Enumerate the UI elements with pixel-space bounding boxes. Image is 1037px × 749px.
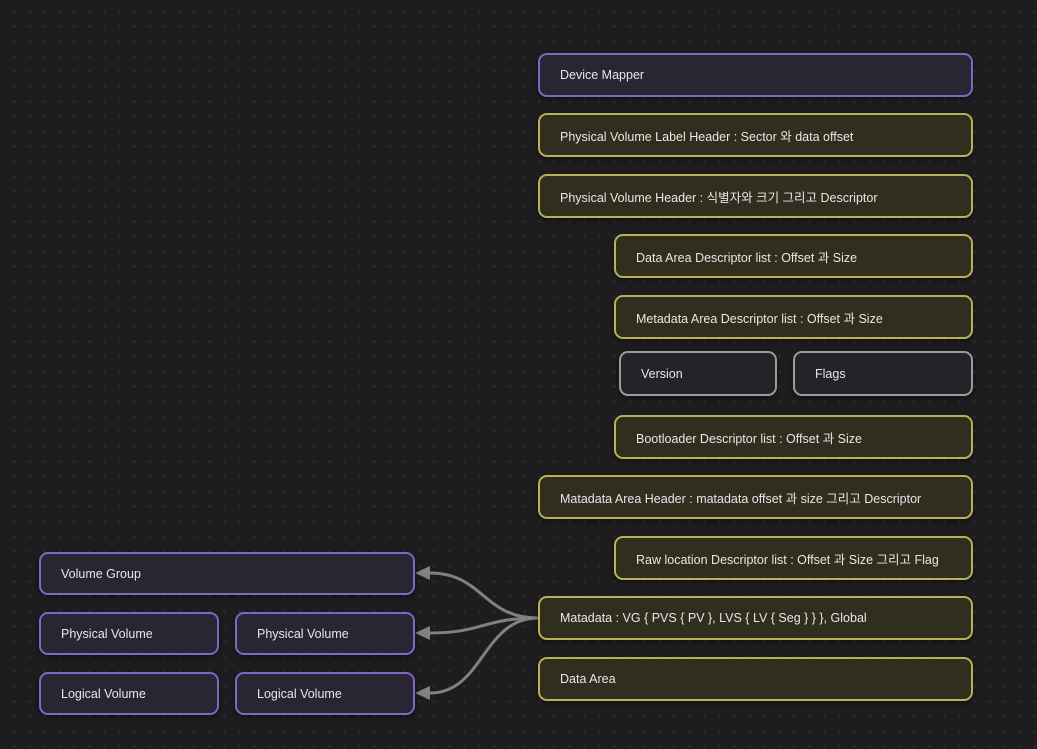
node-pv-label-header[interactable]: Physical Volume Label Header : Sector 와 … bbox=[538, 113, 973, 157]
node-version[interactable]: Version bbox=[619, 351, 777, 396]
node-logical-volume-1[interactable]: Logical Volume bbox=[39, 672, 219, 715]
edge-metadata-to-logical-volume[interactable] bbox=[428, 616, 540, 695]
node-label: Volume Group bbox=[61, 566, 141, 581]
node-label: Physical Volume bbox=[257, 626, 349, 641]
node-label: Flags bbox=[815, 366, 846, 381]
node-raw-location-descriptor[interactable]: Raw location Descriptor list : Offset 과 … bbox=[614, 536, 973, 580]
edge-metadata-to-volume-group[interactable] bbox=[428, 571, 540, 620]
node-physical-volume-2[interactable]: Physical Volume bbox=[235, 612, 415, 655]
edge-arrowhead-icon bbox=[415, 686, 430, 700]
node-data-area-descriptor[interactable]: Data Area Descriptor list : Offset 과 Siz… bbox=[614, 234, 973, 278]
node-label: Raw location Descriptor list : Offset 과 … bbox=[636, 552, 939, 567]
node-label: Data Area Descriptor list : Offset 과 Siz… bbox=[636, 250, 858, 265]
node-flags[interactable]: Flags bbox=[793, 351, 973, 396]
node-metadata-vg[interactable]: Matadata : VG { PVS { PV }, LVS { LV { S… bbox=[538, 596, 973, 640]
node-bootloader-descriptor[interactable]: Bootloader Descriptor list : Offset 과 Si… bbox=[614, 415, 973, 459]
node-label: Version bbox=[641, 366, 683, 381]
node-metadata-area-header[interactable]: Matadata Area Header : matadata offset 과… bbox=[538, 475, 973, 519]
edge-arrowhead-icon bbox=[415, 626, 430, 640]
node-label: Physical Volume bbox=[61, 626, 153, 641]
node-data-area[interactable]: Data Area bbox=[538, 657, 973, 701]
node-label: Physical Volume Label Header : Sector 와 … bbox=[560, 129, 854, 144]
node-label: Matadata Area Header : matadata offset 과… bbox=[560, 491, 922, 506]
node-label: Logical Volume bbox=[61, 686, 146, 701]
edge-metadata-to-physical-volume[interactable] bbox=[428, 616, 540, 635]
node-metadata-area-descriptor[interactable]: Metadata Area Descriptor list : Offset 과… bbox=[614, 295, 973, 339]
node-device-mapper[interactable]: Device Mapper bbox=[538, 53, 973, 97]
edge-arrowhead-icon bbox=[415, 566, 430, 580]
node-logical-volume-2[interactable]: Logical Volume bbox=[235, 672, 415, 715]
node-label: Physical Volume Header : 식별자와 크기 그리고 Des… bbox=[560, 190, 878, 205]
node-label: Metadata Area Descriptor list : Offset 과… bbox=[636, 311, 883, 326]
node-label: Device Mapper bbox=[560, 68, 645, 82]
node-physical-volume-1[interactable]: Physical Volume bbox=[39, 612, 219, 655]
node-label: Logical Volume bbox=[257, 686, 342, 701]
node-label: Data Area bbox=[560, 672, 616, 686]
node-pv-header[interactable]: Physical Volume Header : 식별자와 크기 그리고 Des… bbox=[538, 174, 973, 218]
node-label: Matadata : VG { PVS { PV }, LVS { LV { S… bbox=[560, 611, 867, 625]
node-label: Bootloader Descriptor list : Offset 과 Si… bbox=[636, 431, 862, 446]
node-volume-group[interactable]: Volume Group bbox=[39, 552, 415, 595]
